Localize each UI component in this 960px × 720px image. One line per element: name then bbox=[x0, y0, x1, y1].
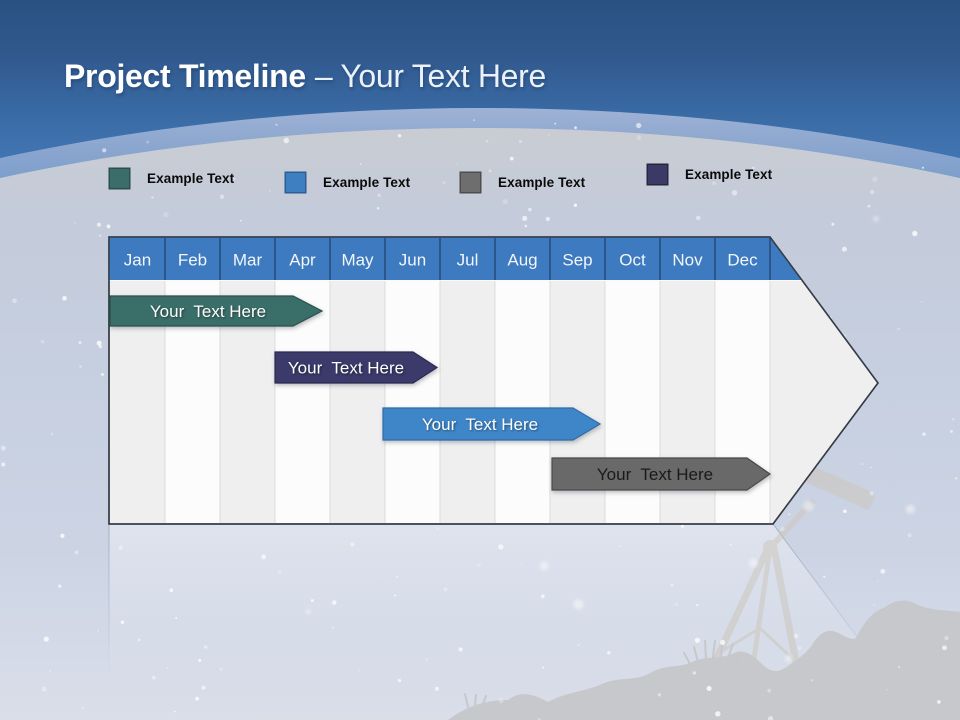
month-column bbox=[440, 281, 495, 523]
task-bar-4-label: Your Text Here bbox=[597, 465, 713, 484]
month-label: Nov bbox=[672, 251, 703, 270]
month-label: Jun bbox=[399, 251, 426, 270]
month-label: Feb bbox=[178, 251, 207, 270]
legend-item-1[interactable]: Example Text bbox=[108, 167, 234, 190]
timeline-arrow-outline bbox=[108, 236, 879, 525]
month-label: Apr bbox=[289, 251, 316, 270]
month-column bbox=[495, 281, 550, 523]
month-label: Oct bbox=[619, 251, 646, 270]
task-bar-2[interactable]: Your Text Here bbox=[274, 351, 439, 384]
month-column bbox=[385, 281, 440, 523]
task-bar-2-label: Your Text Here bbox=[288, 359, 404, 378]
legend-label: Example Text bbox=[685, 167, 773, 182]
month-label: Jul bbox=[457, 251, 479, 270]
legend-swatch-teal bbox=[108, 167, 131, 190]
legend-label: Example Text bbox=[323, 175, 411, 190]
legend-swatch-blue bbox=[284, 171, 307, 194]
timeline-header bbox=[109, 237, 878, 280]
slide-title-light: – Your Text Here bbox=[314, 58, 547, 94]
task-bar-4[interactable]: Your Text Here bbox=[551, 457, 772, 491]
timeline-bars: Your Text Here Your Text Here Your Text … bbox=[109, 295, 772, 491]
task-bar-1[interactable]: Your Text Here bbox=[109, 295, 324, 327]
month-column bbox=[330, 281, 385, 523]
month-label: May bbox=[341, 251, 374, 270]
legend-item-2[interactable]: Example Text bbox=[284, 171, 410, 194]
task-bar-1-label: Your Text Here bbox=[150, 302, 266, 321]
timeline-columns bbox=[110, 281, 770, 523]
timeline-separators bbox=[164, 238, 771, 523]
task-bar-3-label: Your Text Here bbox=[422, 415, 538, 434]
legend-item-3[interactable]: Example Text bbox=[459, 171, 585, 194]
slide-title-bold: Project Timeline bbox=[64, 58, 306, 94]
slide-title[interactable]: Project Timeline– Your Text Here bbox=[64, 57, 546, 95]
legend-item-4[interactable]: Example Text bbox=[646, 163, 772, 186]
month-label: Mar bbox=[233, 251, 263, 270]
legend-label: Example Text bbox=[498, 175, 586, 190]
legend-swatch-navy bbox=[646, 163, 669, 186]
month-label: Jan bbox=[124, 251, 151, 270]
task-bar-3[interactable]: Your Text Here bbox=[382, 407, 602, 441]
legend-label: Example Text bbox=[147, 171, 235, 186]
legend-swatch-gray bbox=[459, 171, 482, 194]
month-label: Sep bbox=[562, 251, 592, 270]
month-label: Aug bbox=[507, 251, 537, 270]
timeline-month-labels: Jan Feb Mar Apr May Jun Jul Aug Sep Oct Nov Dec bbox=[124, 251, 758, 270]
month-label: Dec bbox=[727, 251, 758, 270]
timeline-chart[interactable]: Jan Feb Mar Apr May Jun Jul Aug Sep Oct Nov Dec You… bbox=[108, 236, 882, 526]
